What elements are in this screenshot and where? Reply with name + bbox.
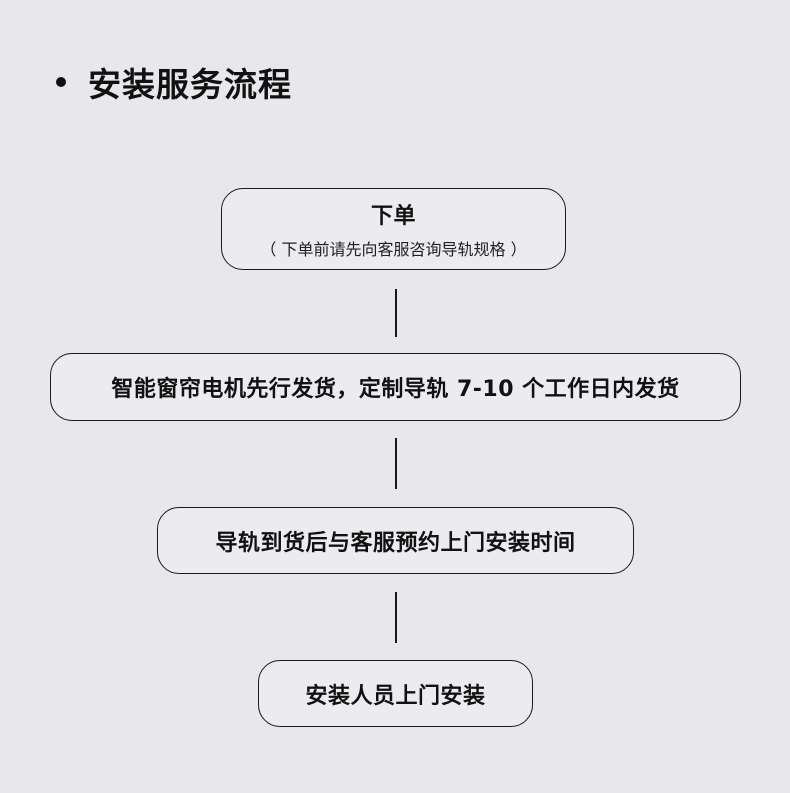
section-title: 安装服务流程 bbox=[88, 65, 292, 104]
flow-step-shipping: 智能窗帘电机先行发货，定制导轨 7-10 个工作日内发货 bbox=[50, 353, 741, 421]
step-title-installation: 安装人员上门安装 bbox=[305, 683, 486, 709]
flow-step-order: 下单 （ 下单前请先向客服咨询导轨规格 ） bbox=[221, 188, 566, 270]
step-title-order: 下单 bbox=[370, 204, 416, 229]
step-title-shipping: 智能窗帘电机先行发货，定制导轨 7-10 个工作日内发货 bbox=[111, 377, 680, 402]
flow-step-installation: 安装人员上门安装 bbox=[258, 660, 533, 727]
flow-connector-3 bbox=[395, 592, 397, 643]
section-heading: 安装服务流程 bbox=[56, 58, 292, 106]
flow-step-appointment: 导轨到货后与客服预约上门安装时间 bbox=[157, 507, 634, 574]
step-title-appointment: 导轨到货后与客服预约上门安装时间 bbox=[215, 530, 576, 556]
flow-connector-2 bbox=[395, 438, 397, 489]
flow-connector-1 bbox=[395, 289, 397, 337]
bullet-dot-icon bbox=[56, 77, 66, 87]
step-note-order: （ 下单前请先向客服咨询导轨规格 ） bbox=[260, 240, 527, 259]
